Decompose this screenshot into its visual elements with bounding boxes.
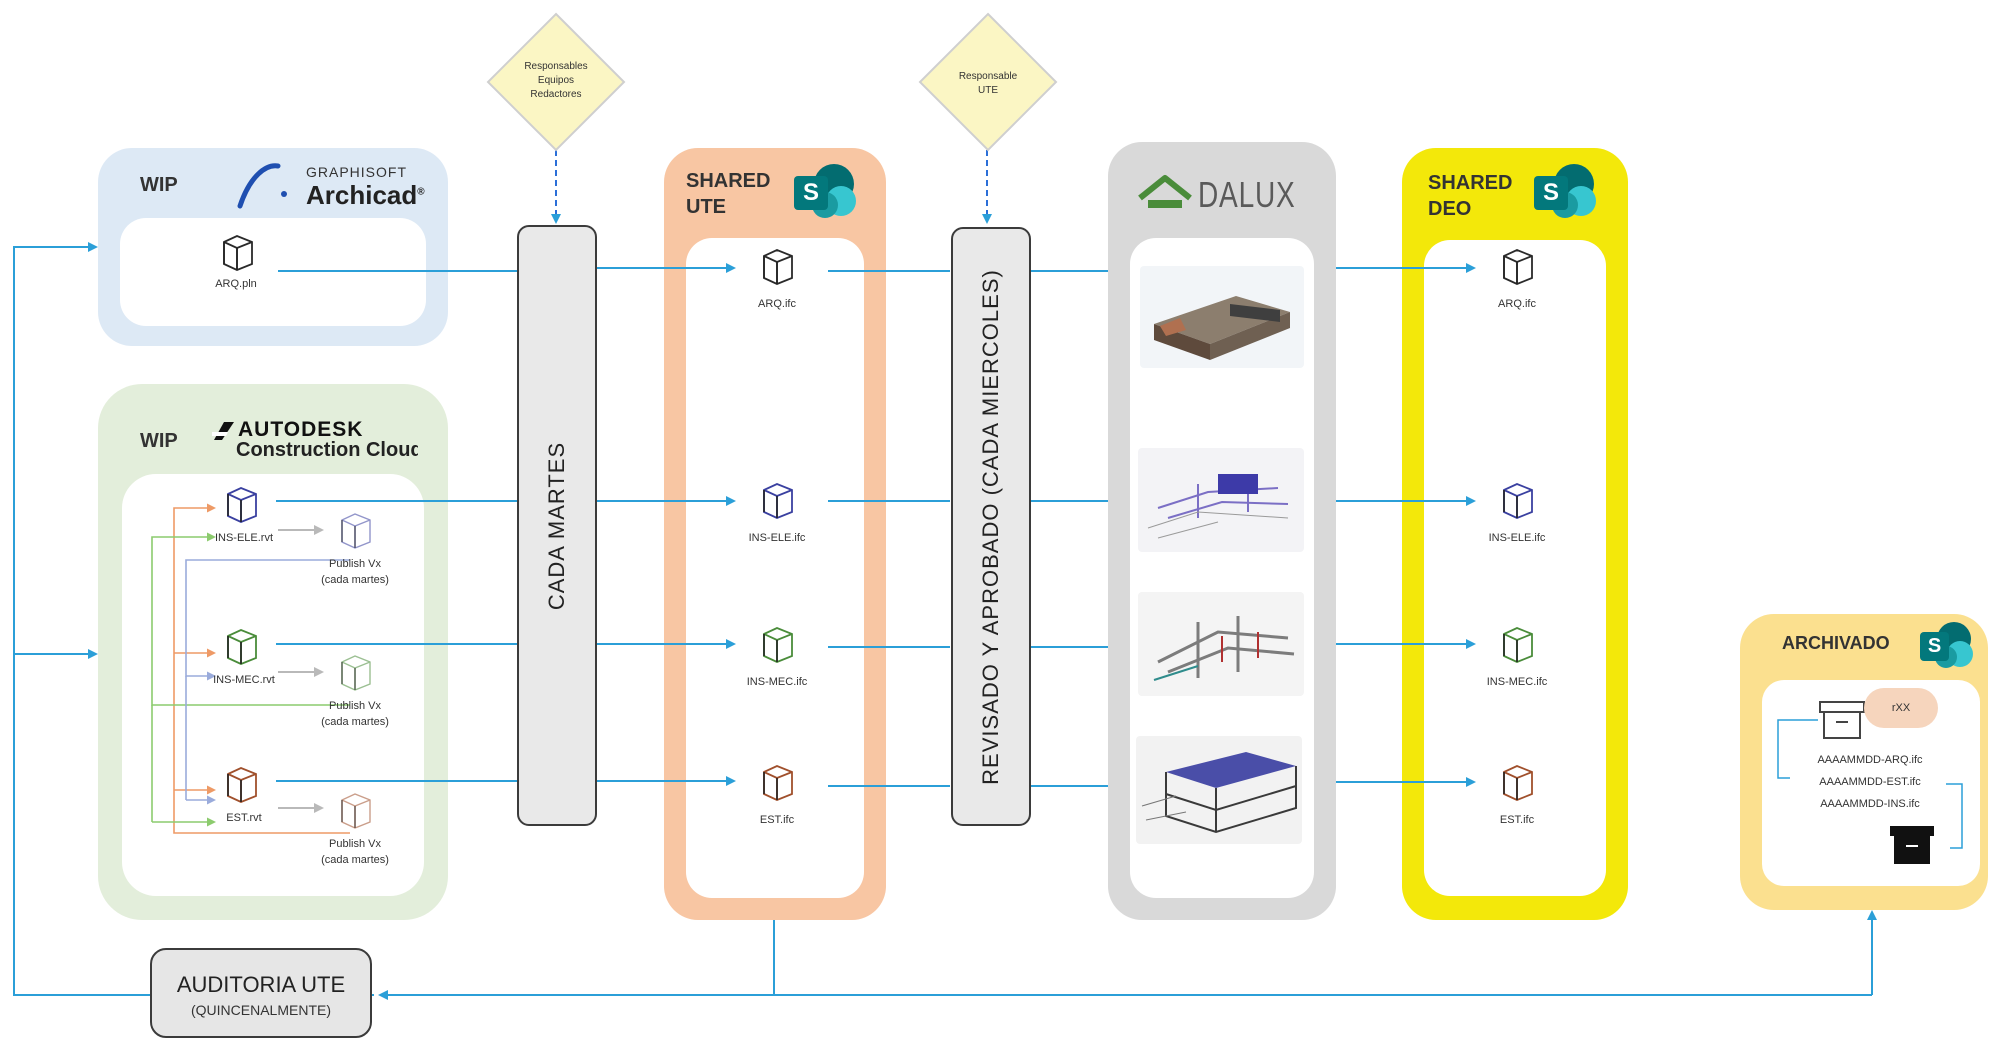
ifc-file-icon	[1503, 765, 1533, 801]
house-icon	[1138, 175, 1192, 208]
sharepoint-letter: S	[1920, 632, 1949, 661]
diamond-right-line: UTE	[978, 85, 998, 96]
ifc-file-icon	[763, 249, 793, 285]
revisado-text: REVISADO Y APROBADO (CADA MIERCOLES)	[978, 268, 1003, 785]
archivado-file: AAAAMMDD-EST.ifc	[1819, 776, 1921, 788]
dalux-model-est-image	[1136, 736, 1302, 844]
shared-deo-title-line: SHARED	[1428, 172, 1513, 194]
shared-ute-title: SHARED UTE	[686, 168, 770, 220]
ifc-file-icon	[763, 483, 793, 519]
autodesk-brand-main-text: Construction Cloud	[236, 440, 418, 460]
rvt-file-icon	[227, 629, 257, 665]
arq-pln-label: ARQ.pln	[215, 278, 257, 290]
sharepoint-letter: S	[1534, 176, 1568, 210]
sharepoint-icon: S	[794, 164, 860, 224]
autodesk-brand-top: AUTODESK	[238, 418, 364, 441]
rvt-file-label: INS-ELE.rvt	[214, 532, 274, 544]
diamond-responsable-ute	[918, 12, 1058, 152]
archicad-brand: Archicad®	[306, 180, 425, 211]
shared-deo-file-label: INS-MEC.ifc	[1486, 676, 1548, 688]
diamond-responsables-equipos	[486, 12, 626, 152]
shared-ute-file-label: ARQ.ifc	[758, 298, 796, 310]
revision-badge-text: rXX	[1891, 702, 1911, 714]
shared-deo-file-label: INS-ELE.ifc	[1488, 532, 1546, 544]
archicad-logo-icon	[237, 163, 287, 209]
dalux-model-ele-image	[1138, 448, 1304, 552]
archivado-file: AAAAMMDD-ARQ.ifc	[1817, 754, 1923, 766]
shared-deo-title-line: DEO	[1428, 198, 1472, 220]
publish-file-icon	[341, 793, 371, 829]
rvt-file-icon	[227, 487, 257, 523]
archive-box-outline-icon	[1819, 701, 1865, 739]
shared-ute-inner	[686, 238, 864, 898]
revisado-bar: REVISADO Y APROBADO (CADA MIERCOLES)	[951, 227, 1031, 826]
publish-label: Publish Vx	[329, 558, 381, 570]
arq-pln-file-icon	[223, 235, 253, 271]
wip-archicad-label: WIP	[140, 174, 178, 196]
rvt-file-label: INS-MEC.rvt	[213, 674, 275, 686]
publish-label: (cada martes)	[321, 574, 389, 586]
archivado-title: ARCHIVADO	[1782, 633, 1890, 653]
rvt-file-icon	[227, 767, 257, 803]
diamond-left-line: Equipos	[537, 75, 575, 86]
publish-label: Publish Vx	[329, 838, 381, 850]
publish-file-icon	[341, 655, 371, 691]
auditoria-subtitle: (QUINCENALMENTE)	[190, 1002, 331, 1018]
diamond-right-text: Responsable UTE	[932, 70, 1044, 98]
dalux-logo: DALUX	[1136, 168, 1296, 224]
auditoria-title: AUDITORIA UTE	[176, 972, 346, 997]
ifc-file-icon	[1503, 249, 1533, 285]
diamond-left-line: Redactores	[530, 89, 582, 100]
ifc-file-icon	[763, 765, 793, 801]
autodesk-brand-main: Construction Cloud	[236, 440, 418, 460]
wip-autodesk-label: WIP	[140, 430, 178, 452]
ifc-file-icon	[1503, 483, 1533, 519]
sharepoint-icon: S	[1920, 622, 1976, 674]
autodesk-logo-icon	[212, 422, 234, 440]
sharepoint-icon: S	[1534, 164, 1600, 224]
cada-martes-bar: CADA MARTES	[517, 225, 597, 826]
publish-label: Publish Vx	[329, 700, 381, 712]
cada-martes-text: CADA MARTES	[544, 441, 569, 610]
revision-badge: rXX	[1864, 688, 1938, 728]
archicad-brand-main: Archicad	[306, 180, 418, 210]
ifc-file-icon	[1503, 627, 1533, 663]
diamond-left-line: Responsables	[524, 61, 588, 72]
shared-ute-file-label: EST.ifc	[759, 814, 795, 826]
wip-autodesk-inner	[122, 474, 424, 896]
shared-deo-file-label: ARQ.ifc	[1498, 298, 1536, 310]
archicad-brand-top: GRAPHISOFT	[306, 164, 408, 180]
shared-ute-file-label: INS-ELE.ifc	[748, 532, 806, 544]
rvt-file-label: EST.rvt	[226, 812, 262, 824]
shared-deo-title: SHARED DEO	[1428, 170, 1512, 222]
diamond-right-line: Responsable	[958, 71, 1018, 82]
shared-deo-inner	[1424, 240, 1606, 896]
dalux-model-mec-image	[1138, 592, 1304, 696]
auditoria-ute-box: AUDITORIA UTE (QUINCENALMENTE)	[150, 948, 372, 1038]
archicad-brand-mark: ®	[417, 186, 425, 198]
sharepoint-letter: S	[794, 176, 828, 210]
ifc-file-icon	[763, 627, 793, 663]
publish-label: (cada martes)	[321, 716, 389, 728]
shared-ute-title-line: UTE	[686, 196, 726, 218]
dalux-model-arq-image	[1140, 266, 1304, 368]
archive-box-filled-icon	[1890, 826, 1934, 864]
shared-deo-file-label: EST.ifc	[1499, 814, 1535, 826]
shared-ute-file-label: INS-MEC.ifc	[746, 676, 808, 688]
shared-ute-title-line: SHARED	[686, 170, 771, 192]
diamond-left-text: Responsables Equipos Redactores	[500, 60, 612, 102]
publish-file-icon	[341, 513, 371, 549]
dalux-brand: DALUX	[1198, 174, 1296, 215]
archivado-file: AAAAMMDD-INS.ifc	[1820, 798, 1920, 810]
publish-label: (cada martes)	[321, 854, 389, 866]
